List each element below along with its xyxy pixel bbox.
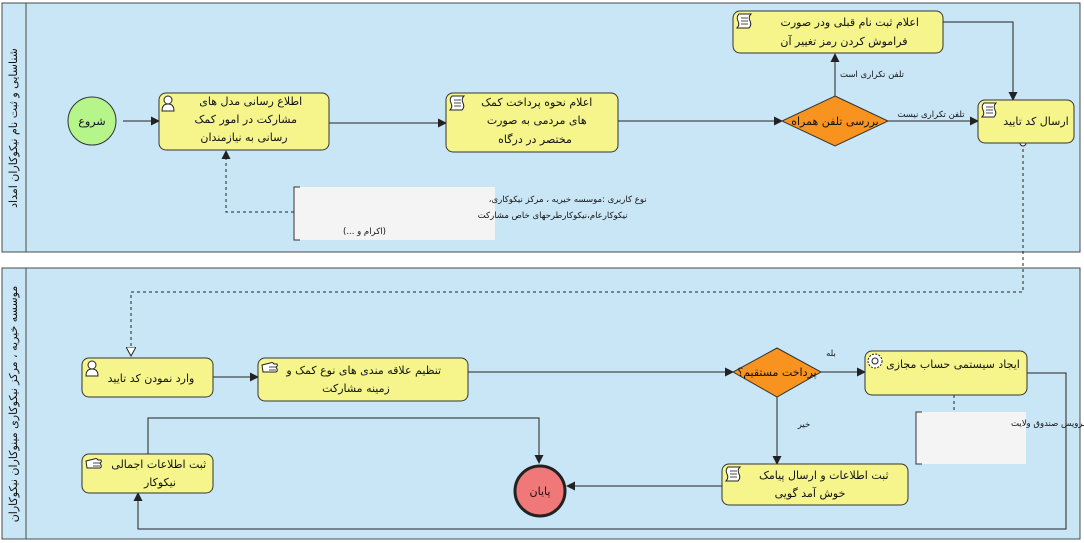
task-enter-code: وارد نمودن کد تایید — [81, 357, 214, 398]
annotation-usertypes-line3: (اکرام و ...) — [343, 227, 386, 237]
annotation-fund-service: سرویس صندوق ولایت — [915, 411, 1084, 465]
gateway-check-phone: بررسی تلفن همراه — [780, 95, 890, 147]
end-label: پایان — [530, 485, 551, 498]
script-icon — [724, 466, 742, 482]
task-sendcode-label: ارسال کد تایید — [1003, 115, 1069, 128]
task-summary-line1: ثبت اطلاعات اجمالی — [111, 458, 206, 471]
annotation-usertypes-line2: نیکوکارعام،نیکوکارطرحهای خاص مشارکت — [478, 211, 628, 221]
task-inform-line2: مشارکت در امور کمک — [195, 113, 298, 126]
flow-summary-end — [147, 417, 544, 464]
task-welcome-line1: ثبت اطلاعات و ارسال پیامک — [759, 469, 889, 482]
task-interest-line1: تنظیم علاقه مندی های نوع کمک و — [285, 364, 441, 377]
svg-text:نوع کاربری :موسسه خیریه ، مرکز: نوع کاربری :موسسه خیریه ، مرکز نیکوکاری،… — [343, 195, 647, 237]
annotation-usertypes-line1: نوع کاربری :موسسه خیریه ، مرکز نیکوکاری، — [489, 195, 647, 205]
task-register-summary: ثبت اطلاعات اجمالی نیکوکار — [81, 453, 214, 494]
start-event: شروع — [67, 96, 117, 146]
label-yes: بله — [826, 349, 836, 359]
task-registered-line1: اعلام ثبت نام قبلی ودر صورت — [781, 16, 919, 29]
svg-text:ثبت اطلاعات اجمالی نیکوک: ثبت اطلاعات اجمالی نیکوکار — [108, 458, 206, 489]
svg-text:ثبت اطلاعات و ارسال پیامک: ثبت اطلاعات و ارسال پیامک خوش آمد گویی — [755, 469, 888, 500]
task-announce-registered: اعلام ثبت نام قبلی ودر صورت فراموش کردن … — [732, 10, 944, 54]
lane-bottom-label: موسسه خیریه ، مرکز نیکوکاری مینوکاران نی… — [7, 286, 20, 523]
task-inform-models: اطلاع رسانی مدل های مشارکت در امور کمک ر… — [158, 92, 330, 151]
task-registered-line2: فراموش کردن رمز تغییر آن — [780, 34, 907, 48]
script-icon — [448, 95, 466, 111]
flow-sendcode-entercode — [131, 143, 1024, 356]
task-payment-line3: مختصر در درگاه — [498, 133, 572, 146]
manual-icon — [261, 362, 278, 373]
task-announce-payment: اعلام نحوه پرداخت کمک های مردمی به صورت … — [445, 92, 619, 153]
user-icon — [85, 360, 99, 377]
user-icon — [161, 95, 175, 112]
start-label: شروع — [78, 115, 105, 128]
end-event: پایان — [513, 464, 567, 518]
label-no: خیر — [797, 420, 811, 430]
gateway-direct-payment-label: پرداخت مستقیم؟ — [737, 366, 816, 379]
gear-icon — [867, 353, 883, 369]
flow-registered-sendcode — [943, 21, 1018, 101]
manual-icon — [85, 458, 102, 469]
task-send-code: ارسال کد تایید — [977, 99, 1075, 144]
gateway-direct-payment: پرداخت مستقیم؟ — [731, 347, 823, 398]
task-payment-line2: های مردمی به صورت — [487, 114, 587, 127]
task-entercode-label: وارد نمودن کد تایید — [108, 372, 195, 385]
task-welcome-line2: خوش آمد گویی — [775, 486, 846, 500]
label-phone-repeat: تلفن تکراری است — [840, 70, 905, 80]
svg-text:اعلام ثبت نام قبلی ودر صورت: اعلام ثبت نام قبلی ودر صورت فراموش کردن … — [777, 16, 919, 48]
task-inform-line1: اطلاع رسانی مدل های — [199, 95, 302, 108]
task-register-welcome: ثبت اطلاعات و ارسال پیامک خوش آمد گویی — [721, 463, 909, 506]
task-inform-line3: رسانی به نیازمندان — [200, 131, 287, 144]
svg-text:تنظیم علاقه مندی های نوع کمک و: تنظیم علاقه مندی های نوع کمک و زمینه مشا… — [283, 364, 441, 395]
label-phone-not-repeat: تلفن تکراری نیست — [897, 110, 965, 120]
gateway-check-phone-label: بررسی تلفن همراه — [791, 115, 879, 128]
flow-account-summary — [133, 372, 1067, 530]
task-create-account: ایجاد سیستمی حساب مجازی — [864, 350, 1028, 396]
task-set-interest: تنظیم علاقه مندی های نوع کمک و زمینه مشا… — [257, 357, 469, 402]
script-icon — [735, 13, 753, 29]
task-interest-line2: زمینه مشارکت — [322, 382, 390, 395]
annotation-link-usertypes — [221, 150, 294, 213]
task-summary-line2: نیکوکار — [143, 476, 176, 489]
annotation-user-types: نوع کاربری :موسسه خیریه ، مرکز نیکوکاری،… — [293, 186, 647, 241]
task-payment-line1: اعلام نحوه پرداخت کمک — [481, 96, 592, 109]
task-account-label: ایجاد سیستمی حساب مجازی — [886, 358, 1020, 371]
svg-text:اطلاع رسانی مدل های مشار: اطلاع رسانی مدل های مشارکت در امور کمک ر… — [191, 95, 302, 144]
script-icon — [980, 102, 998, 118]
svg-text:اعلام نحوه پرداخت کمک ه: اعلام نحوه پرداخت کمک های مردمی به صورت … — [478, 96, 593, 146]
annotation-fund-label: سرویس صندوق ولایت — [1011, 419, 1084, 429]
lane-top-label: شناسایی و ثبت نام نیکوکاران امداد — [7, 48, 20, 208]
